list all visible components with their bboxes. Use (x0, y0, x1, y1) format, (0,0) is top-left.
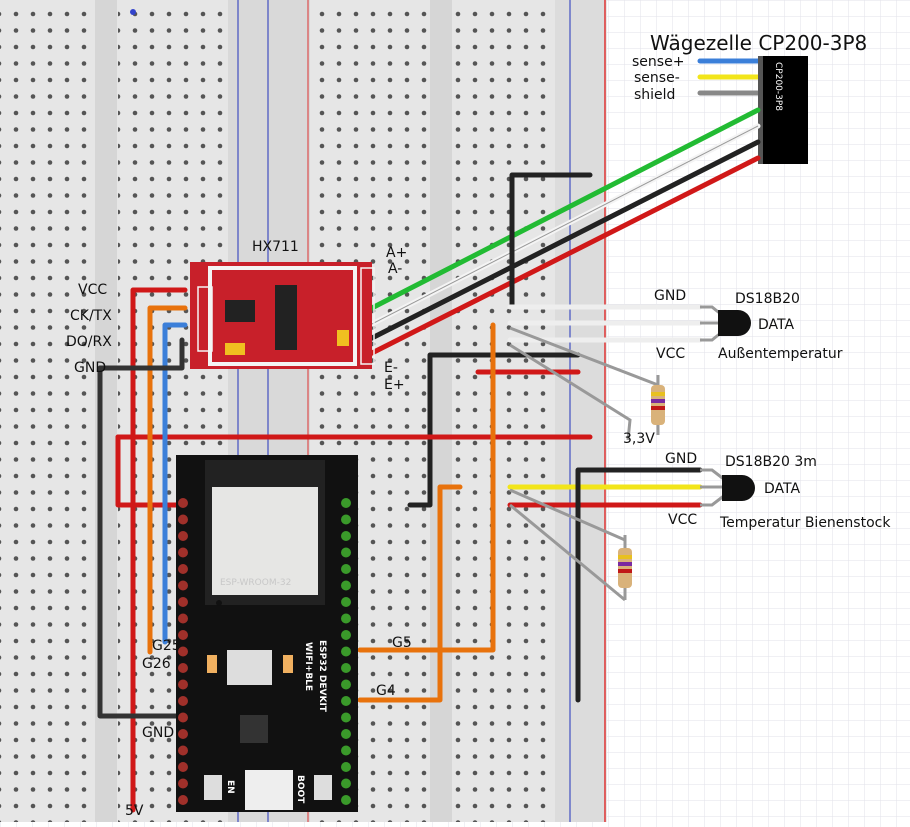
sensor-hive-data: DATA (764, 481, 800, 497)
sensor-outside-caption: Außentemperatur (718, 346, 843, 362)
esp32-pin (178, 514, 188, 525)
esp32-module-label: ESP-WROOM-32 (220, 578, 291, 588)
hx711-pin-do: DO/RX (66, 334, 112, 350)
resistor-hive (618, 535, 632, 600)
hx711-pin-eplus: E+ (384, 377, 405, 393)
sensor-hive-body (722, 475, 755, 501)
sensor-hive-caption: Temperatur Bienenstock (719, 515, 891, 531)
esp32-pin (341, 745, 351, 756)
sensor-outside-gnd: GND (654, 288, 686, 304)
esp32-board-label: ESP32 DEVKIT (317, 640, 327, 713)
hx711-pin-aplus: A+ (386, 245, 407, 261)
load-cell-title: Wägezelle CP200-3P8 (650, 31, 867, 55)
esp32-pin (178, 547, 188, 558)
load-cell-body (760, 56, 808, 164)
label-5v: 5V (125, 803, 144, 819)
esp32-pin (178, 696, 188, 706)
label-g26: G26 (142, 656, 171, 672)
esp32-board-sub: WIFI+BLE (303, 642, 313, 691)
label-sense-minus: sense- (634, 70, 680, 86)
esp32-pin (341, 547, 351, 558)
esp32-pin (341, 613, 351, 624)
esp32-pin (178, 580, 188, 591)
esp32-pin (178, 679, 188, 690)
wire-green (365, 107, 761, 313)
supply-label: 3,3V (623, 431, 655, 447)
esp32-pin (178, 745, 188, 756)
esp32-pin (341, 778, 351, 789)
label-g25: G25 (152, 638, 181, 654)
esp32-pin (178, 613, 188, 624)
hx711-pin-aminus: A- (388, 261, 402, 277)
esp32-left-pins (178, 498, 188, 805)
esp32-board: ESP-WROOM-32 ESP32 DEVKIT WIFI+BLE EN BO… (176, 455, 358, 812)
esp32-pin (178, 795, 188, 805)
label-g5: G5 (392, 635, 412, 651)
esp32-pin (341, 580, 351, 591)
esp32-pin (178, 712, 188, 723)
breadboard-wires (97, 172, 703, 813)
label-shield: shield (634, 87, 675, 103)
sensor-hive-vcc: VCC (668, 512, 697, 528)
esp32-boot-label: BOOT (295, 775, 305, 804)
esp32-pin (341, 762, 351, 772)
esp32-pin (178, 778, 188, 789)
esp32-pin (341, 597, 351, 607)
esp32-pin (341, 498, 351, 508)
esp32-right-pins (341, 498, 351, 805)
label-sense-plus: sense+ (632, 54, 684, 70)
sensor-hive-gnd: GND (665, 451, 697, 467)
esp32-pin (178, 597, 188, 607)
sensor-hive-name: DS18B20 3m (725, 454, 817, 470)
hx711-pin-eminus: E- (384, 360, 398, 376)
esp32-pin (178, 762, 188, 772)
sensor-outside-vcc: VCC (656, 346, 685, 362)
esp32-pin (341, 712, 351, 723)
hx711-module: HX711 VCC CK/TX DO/RX GND A+ A- E- E+ (66, 239, 407, 393)
load-cell-chip-label: CP200-3P8 (773, 62, 783, 111)
esp32-pin (341, 795, 351, 805)
hx711-pin-gnd: GND (74, 360, 106, 376)
sensor-outside-name: DS18B20 (735, 291, 800, 307)
esp32-pin (341, 514, 351, 525)
load-cell: Wägezelle CP200-3P8 sense+ sense- shield… (632, 31, 867, 164)
wire-black (365, 139, 761, 343)
esp32-pin (341, 679, 351, 690)
hx711-pin-ck: CK/TX (70, 308, 112, 324)
esp32-pin (178, 531, 188, 541)
label-gnd: GND (142, 725, 174, 741)
esp32-pin (178, 729, 188, 739)
sensor-hive: GND DS18B20 3m DATA VCC Temperatur Biene… (665, 451, 891, 531)
esp32-pin (341, 663, 351, 673)
esp32-en-label: EN (225, 780, 235, 794)
sensor-outside-body (718, 310, 751, 336)
hx711-title: HX711 (252, 239, 299, 255)
esp32-pin (178, 630, 188, 640)
esp32-pin (341, 531, 351, 541)
esp32-pin (178, 646, 188, 657)
sensor-outside: GND DS18B20 DATA VCC Außentemperatur 3,3… (623, 288, 843, 447)
esp32-pin (341, 696, 351, 706)
esp32-pin (178, 564, 188, 574)
esp32-pin (178, 663, 188, 673)
wire-red (365, 155, 761, 358)
esp32-pin (341, 646, 351, 657)
esp32-pin (341, 564, 351, 574)
resistor-outside (651, 375, 665, 435)
label-g4: G4 (376, 683, 396, 699)
esp32-pin (178, 498, 188, 508)
esp32-pin (341, 630, 351, 640)
hx711-pin-vcc: VCC (78, 282, 107, 298)
esp32-pin (341, 729, 351, 739)
sensor-outside-data: DATA (758, 317, 794, 333)
